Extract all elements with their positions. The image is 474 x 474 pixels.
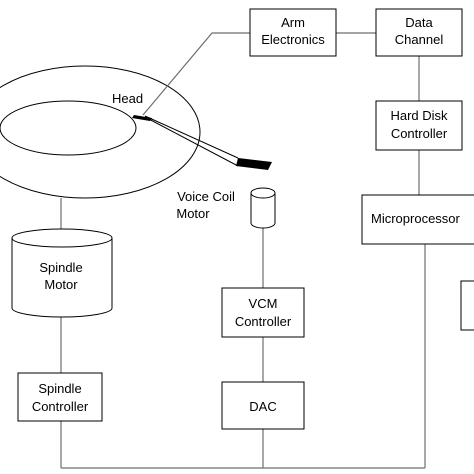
hard-disk-controller-label-2: Controller (391, 126, 448, 141)
spindle-controller-label-2: Controller (32, 399, 89, 414)
spindle-motor-label-1: Spindle (39, 260, 82, 275)
dac-label: DAC (249, 399, 276, 414)
spindle-controller-label-1: Spindle (38, 381, 81, 396)
arm-electronics-box (249, 8, 337, 57)
offscreen-box (460, 280, 474, 331)
data-channel-label-2: Channel (395, 32, 444, 47)
data-channel-box (375, 8, 463, 57)
arm-electronics-label-1: Arm (281, 15, 305, 30)
voice-coil-motor-label-2: Motor (176, 206, 210, 221)
vcm-controller-label-1: VCM (249, 296, 278, 311)
disk-platter (0, 65, 201, 199)
hard-disk-controller-box (375, 100, 463, 151)
vcm-controller-box (221, 287, 305, 338)
arm-electronics-label-2: Electronics (261, 32, 325, 47)
actuator-arm (132, 115, 272, 170)
voice-coil-motor-icon (250, 187, 276, 229)
spindle-controller-box (17, 372, 103, 422)
data-channel-label-1: Data (405, 15, 433, 30)
voice-coil-motor-label-1: Voice Coil (177, 189, 235, 204)
vcm-controller-label-2: Controller (235, 314, 292, 329)
dac-box (221, 381, 305, 430)
hard-disk-controller-label-1: Hard Disk (390, 108, 448, 123)
spindle-motor-icon (11, 228, 113, 318)
spindle-motor-label-2: Motor (44, 277, 78, 292)
microprocessor-box (361, 194, 474, 245)
microprocessor-label: Microprocessor (371, 211, 461, 226)
head-label: Head (112, 91, 143, 106)
connection-lines (60, 32, 426, 469)
